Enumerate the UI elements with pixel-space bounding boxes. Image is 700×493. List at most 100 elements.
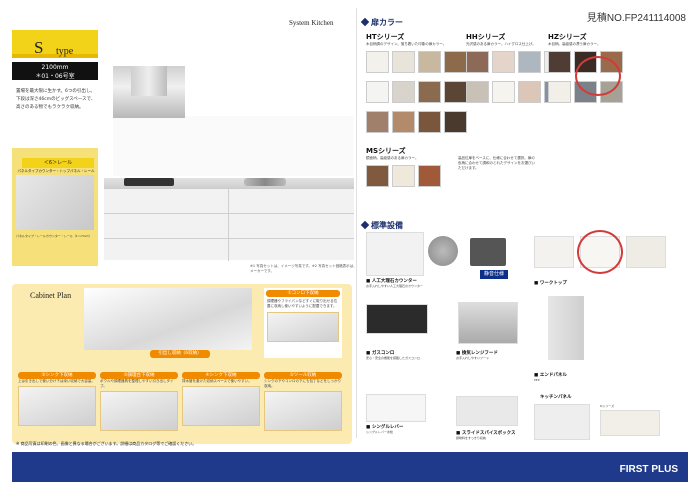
- rail-label: ＜6＞レール: [22, 158, 94, 168]
- kitchen-panel-photo: [534, 404, 590, 440]
- equipment-header: 標準設備: [360, 220, 403, 231]
- color-chip: [466, 51, 489, 73]
- equip-endpanel-title: ■ エンドパネル: [534, 373, 567, 378]
- estimate-number: 見積NO.FP241114008: [586, 13, 686, 24]
- equip-hood-sub: お手入れしやすいフード: [456, 356, 489, 360]
- equipment-title: 標準設備: [371, 221, 403, 230]
- series-0: HTシリーズ木目柄調のデザイン。落ち着いた印象の扉カラー。: [366, 32, 470, 141]
- series-name: MSシリーズ: [366, 147, 406, 155]
- equip-spice-sub: 調味料をすっきり収納: [456, 436, 486, 440]
- column-divider: [356, 8, 357, 438]
- spec-box: 2100mm ＊01・06号室: [12, 62, 98, 80]
- range-hood-duct: [131, 66, 167, 96]
- faucet-photo: [366, 394, 426, 422]
- highlight-ring: [577, 230, 623, 274]
- kitchen-note: ※1 写真セットは、イメージ写真です。※2 写真セット価格表示は、メーカーです。: [250, 264, 357, 273]
- equip-item-hood: ■ 換気レンジフード お手入れしやすいフード: [456, 350, 536, 360]
- series-name: HHシリーズ: [466, 33, 506, 41]
- point5-photo: [264, 391, 342, 431]
- color-chip: [366, 111, 389, 133]
- sink: [244, 178, 286, 186]
- sink-detail: [428, 236, 458, 266]
- colors-title: 扉カラー: [371, 18, 403, 27]
- system-kitchen-label: System Kitchen: [289, 19, 334, 27]
- end-panel-photo: [548, 296, 584, 360]
- equip-faucet-sub: シングルレバー水栓: [366, 430, 394, 434]
- equip-item-endpanel: ■ エンドパネル PEP: [534, 372, 634, 382]
- point1-text: 調理器やフライパンなどすぐに取り出せる位置に収納し使いやすいように配置できます。: [267, 299, 338, 308]
- countertop: [104, 178, 354, 188]
- color-chip: [492, 51, 515, 73]
- silent-badge: 静音仕様: [480, 270, 508, 279]
- color-chip: [366, 165, 389, 187]
- cabinet-plan-photo: [84, 288, 252, 350]
- counter-photo: [366, 232, 424, 276]
- equip-faucet-title: ■ シングルレバー: [366, 425, 404, 430]
- equip-spice-title: ■ スライドスパイスボックス: [456, 431, 516, 436]
- point4-text: 排水管を避けた収納スペースで使いやすい。: [182, 379, 252, 383]
- color-chip: [444, 111, 467, 133]
- size-label: 2100mm: [41, 64, 69, 71]
- color-chip: [548, 51, 571, 73]
- point5-label: ⑤ツール収納: [264, 372, 342, 379]
- colors-header: 扉カラー: [360, 17, 403, 28]
- gas-stove: [124, 178, 174, 186]
- d-series-label: Dシリーズ: [600, 404, 615, 408]
- d-series-chip: [600, 410, 660, 436]
- color-chip: [518, 51, 541, 73]
- brand-logo: FIRST PLUS: [619, 464, 678, 475]
- kitchen-wall: [113, 116, 353, 176]
- point4-photo: [182, 386, 260, 426]
- series-3: MSシリーズ鏡面柄。高級感のある扉カラー。: [366, 146, 444, 195]
- hood-photo: [458, 302, 518, 344]
- equip-item-spice: ■ スライドスパイスボックス 調味料をすっきり収納: [456, 430, 546, 440]
- kitchen-panel-title: キッチンパネル: [540, 395, 572, 400]
- color-chip: [418, 165, 441, 187]
- highlight-ring: [575, 56, 621, 96]
- series-name: HZシリーズ: [548, 33, 587, 41]
- equip-counter-sub: お手入れしやすい人工大理石のカウンター: [366, 284, 423, 288]
- rail-photo: [16, 175, 94, 230]
- point2-photo: [18, 386, 96, 426]
- point3-text: ボウルや調理器具を整理しやすい引き出しタイプ。: [100, 379, 174, 388]
- model-label: ＊01・06号室: [35, 73, 75, 80]
- color-chip: [392, 165, 415, 187]
- footer-bar: [12, 452, 688, 482]
- series-name: HTシリーズ: [366, 33, 405, 41]
- point3-photo: [100, 391, 178, 431]
- equip-worktop-title: ■ ワークトップ: [534, 281, 567, 286]
- cabinet-plan-title: Cabinet Plan: [30, 291, 72, 300]
- series-sub: 木目柄調のデザイン。落ち着いた印象の扉カラー。: [366, 42, 447, 46]
- diamond-icon: [360, 17, 370, 27]
- point1-photo: [267, 312, 339, 342]
- equip-hood-title: ■ 換気レンジフード: [456, 351, 498, 356]
- point5-text: シンクの下やコンロの下にも包丁などをしっかり収納。: [264, 379, 341, 388]
- footer-note: ※ 商品写真は印刷の色、画像と異なる場合がございます。詳細は商品カタログ等でご確…: [16, 441, 197, 446]
- type-prefix: type: [56, 46, 74, 57]
- gas-stove-photo: [366, 304, 428, 334]
- equip-counter-title: ■ 人工大理石カウンター: [366, 279, 417, 284]
- worktop-chip-3: [626, 236, 666, 268]
- point2-text: 上は引き出しで使い分け下は深い収納で大容量。: [18, 379, 95, 383]
- spice-box-photo: [456, 396, 518, 426]
- color-chip: [518, 81, 541, 103]
- color-chip: [492, 81, 515, 103]
- point3-label: ③調理台下収納: [100, 372, 178, 379]
- equip-item-worktop: ■ ワークトップ: [534, 280, 654, 286]
- point1-label: ①コンロ下収納: [266, 290, 340, 297]
- color-chip: [392, 81, 415, 103]
- equip-item-stove: ■ ガスコンロ 安心・安全の機能を搭載したガスコンロ: [366, 350, 456, 360]
- series-sub: 光沢感のある扉カラー。ハイグロス仕上げ。: [466, 42, 536, 46]
- kitchen-cabinets: [104, 188, 354, 261]
- series-sub: 鏡面柄。高級感のある扉カラー。: [366, 156, 419, 160]
- worktop-chip-1: [534, 236, 574, 268]
- plan-points: ②シンク下収納 上は引き出しで使い分け下は深い収納で大容量。 ③調理台下収納 ボ…: [18, 372, 344, 442]
- color-chip: [418, 51, 441, 73]
- equip-endpanel-sub: PEP: [534, 378, 540, 382]
- point2-label: ②シンク下収納: [18, 372, 96, 379]
- color-chip: [366, 81, 389, 103]
- color-chip: [444, 51, 467, 73]
- point4-label: ④シンク下収納: [182, 372, 260, 379]
- plan-badge: 引出し収納（6収納）: [150, 350, 210, 358]
